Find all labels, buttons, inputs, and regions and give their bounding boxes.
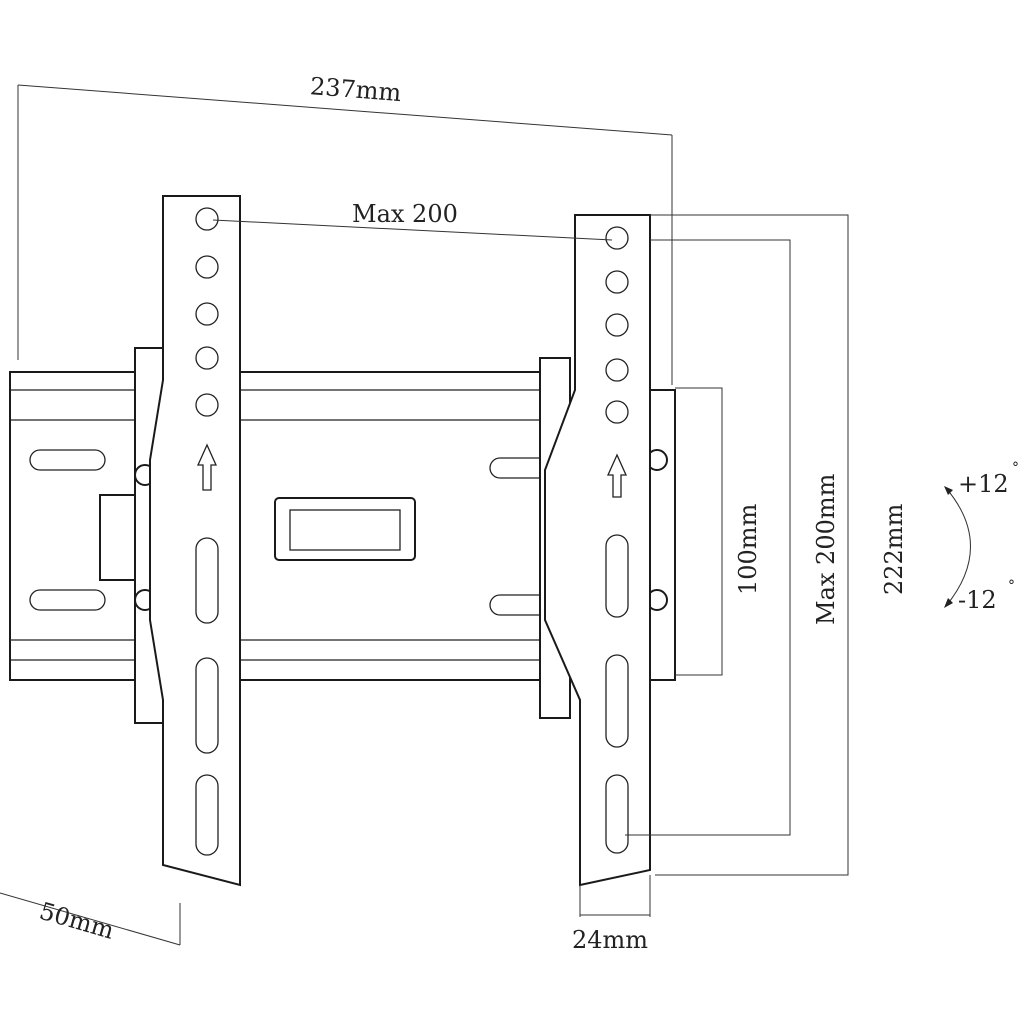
label-max-200mm: Max 200mm [812, 473, 840, 625]
label-tilt-down: -12 [958, 586, 997, 614]
label-100mm: 100mm [734, 503, 762, 595]
right-vertical-arm [544, 214, 651, 887]
up-arrow-icon [196, 443, 218, 491]
label-222mm: 222mm [880, 503, 908, 595]
tilt-arc [945, 487, 971, 607]
dimension-100mm: 100mm [675, 387, 762, 676]
label-max-200: Max 200 [352, 200, 458, 228]
tilt-indicator: +12 ° -12 ° [944, 460, 1019, 614]
dimension-237mm: 237mm [17, 72, 673, 385]
label-50mm: 50mm [36, 897, 117, 945]
dimension-max-200mm: Max 200mm [625, 239, 840, 836]
arrowhead-down-icon [944, 598, 953, 608]
label-tilt-up: +12 [958, 470, 1009, 498]
wall-plate [9, 347, 676, 724]
dimension-max-200: Max 200 [212, 200, 613, 241]
dimension-50mm: 50mm [0, 892, 181, 946]
label-237mm: 237mm [309, 72, 402, 107]
arrowhead-up-icon [944, 486, 953, 495]
center-latch [274, 497, 416, 561]
degree-symbol-down: ° [1008, 578, 1015, 594]
dimension-24mm: 24mm [572, 875, 651, 954]
left-vertical-arm [149, 195, 241, 887]
label-24mm: 24mm [572, 926, 648, 954]
up-arrow-icon [606, 453, 628, 498]
dimension-222mm: 222mm [650, 214, 908, 876]
degree-symbol-up: ° [1012, 460, 1019, 476]
